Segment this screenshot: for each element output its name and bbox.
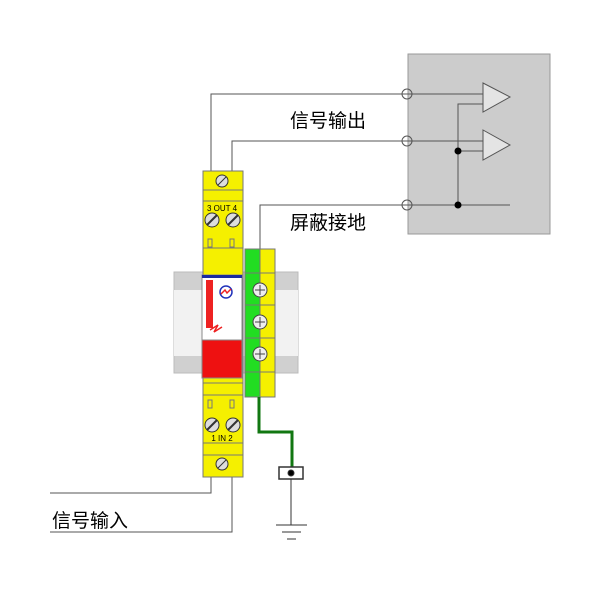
amplifier-icons xyxy=(482,82,512,161)
out-terminal-label: 3 OUT 4 xyxy=(207,204,238,213)
in-terminal-label: 1 IN 2 xyxy=(211,434,233,443)
shield-ground-label: 屏蔽接地 xyxy=(290,212,367,234)
terminal-screws xyxy=(204,174,241,471)
ground-symbol-icon xyxy=(276,466,307,540)
input-wire-1 xyxy=(50,477,212,494)
indicator-window xyxy=(201,339,243,379)
signal-wires xyxy=(50,93,510,533)
output-wire-3 xyxy=(210,93,483,171)
bus-wire xyxy=(457,103,483,205)
ground-wire xyxy=(257,397,294,467)
signal-output-label: 信号输出 xyxy=(290,110,367,132)
shield-wire xyxy=(259,204,510,250)
input-wire-2 xyxy=(50,477,233,533)
equipment-panel xyxy=(407,53,551,235)
signal-input-label: 信号输入 xyxy=(52,510,129,532)
output-wire-4 xyxy=(231,140,483,171)
panel-terminals xyxy=(401,88,413,211)
ground-screw-icons xyxy=(252,282,268,362)
